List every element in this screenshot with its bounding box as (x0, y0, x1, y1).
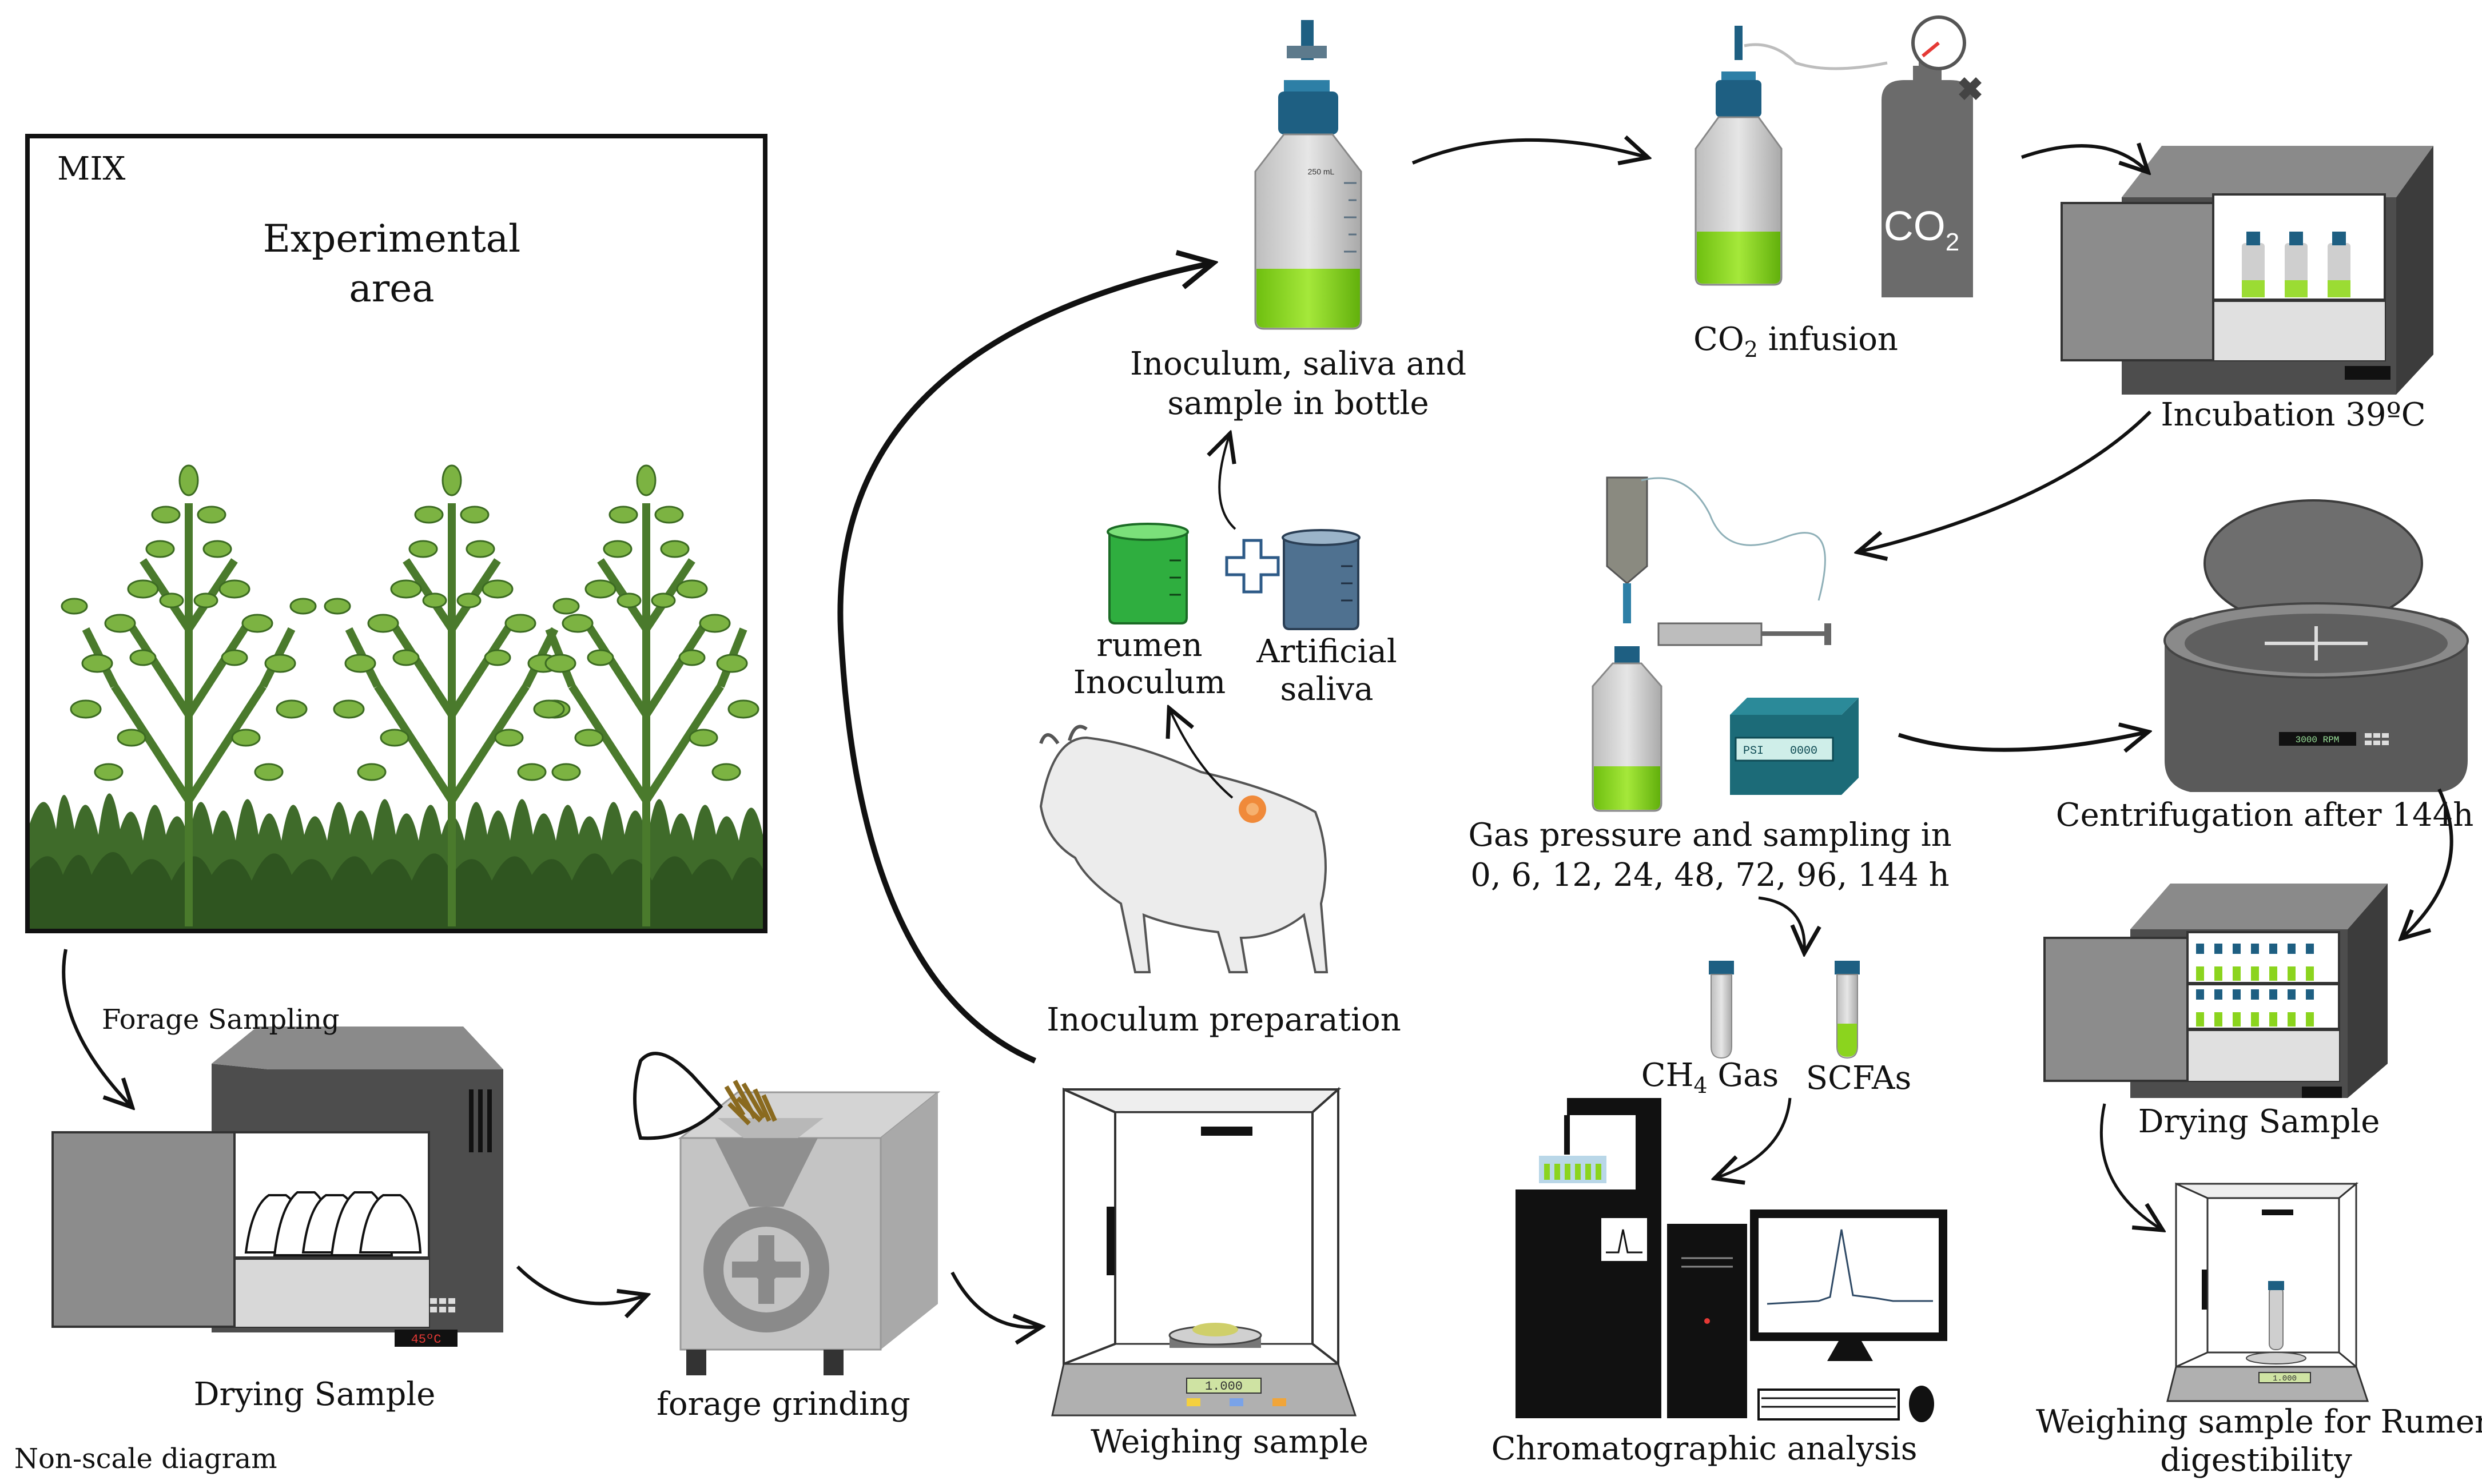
grass-clippings (724, 1080, 777, 1125)
analytical-balance-1: 1.000 (1051, 1087, 1357, 1417)
co2-infusion-label-sub: 2 (1744, 337, 1758, 363)
arrow-oven-to-grinder (516, 1265, 646, 1303)
drying-sample-label-2: Drying Sample (2138, 1103, 2380, 1140)
drying-oven-2 (2043, 884, 2388, 1098)
ch4-gas-label-pre: CH (1641, 1057, 1694, 1094)
plus-icon (1225, 539, 1280, 594)
scfas-label: SCFAs (1805, 1060, 1912, 1097)
ch4-gas-label: CH4 Gas (1624, 1056, 1796, 1105)
weighing-rumen-label-line2: digestibility (2160, 1442, 2352, 1479)
arrow-gas-to-centrifuge (1898, 732, 2147, 750)
arrow-oven2-to-balance2 (2099, 1103, 2162, 1230)
arrow-co2-to-incubator (2021, 146, 2147, 172)
culture-bottle: 250 mL (1254, 20, 1362, 330)
inoculum-preparation-label: Inoculum preparation (1047, 1001, 1401, 1039)
arrow-incubator-to-gas (1859, 410, 2152, 552)
co2-infusion-label: CO2 infusion (1653, 320, 1939, 369)
artificial-saliva-beaker (1282, 529, 1361, 630)
drying-sample-label-1: Drying Sample (193, 1376, 436, 1413)
arrow-area-to-oven (62, 949, 132, 1107)
arrow-tubes-to-chromatograph (1716, 1097, 1792, 1178)
oven-temperature-display: 45ºC (411, 1332, 441, 1347)
balance-reading-2: 1.000 (2273, 1374, 2297, 1383)
incubator (2061, 146, 2433, 395)
tree-illustration-3 (533, 464, 759, 926)
rumen-inoculum-label-line1: rumen (1096, 627, 1203, 664)
computer-monitor (1750, 1210, 1947, 1422)
gas-chromatograph (1516, 1098, 1747, 1418)
tree-illustration-1 (61, 464, 317, 926)
co2-infusion-bottle (1695, 26, 1888, 286)
forage-grinding-label: forage grinding (657, 1386, 910, 1423)
experimental-area-title-line2: area (349, 266, 435, 311)
forage-sampling-label: Forage Sampling (102, 1004, 340, 1036)
arrow-beakers-to-bottle (1219, 435, 1235, 530)
pressure-value: 0000 (1790, 745, 1817, 758)
drying-oven-1: 45ºC (51, 1027, 503, 1347)
gas-pressure-apparatus: PSI 0000 (1592, 476, 1859, 812)
co2-infusion-label-post: infusion (1757, 321, 1898, 358)
sample-bags (244, 1191, 422, 1256)
arrow-gas-to-tubes (1758, 896, 1804, 952)
pressure-unit: PSI (1743, 745, 1764, 758)
grass-illustration (30, 793, 763, 929)
ch4-gas-label-sub: 4 (1693, 1073, 1708, 1099)
centrifugation-label: Centrifugation after 144h (2055, 797, 2474, 834)
co2-infusion-label-pre: CO (1693, 321, 1744, 358)
bottle-label-line2: sample in bottle (1167, 385, 1429, 422)
arrow-centrifuge-to-oven2 (2402, 788, 2453, 938)
experimental-area-panel (25, 134, 767, 933)
rumen-inoculum-label-line2: Inoculum (1073, 664, 1226, 701)
gas-pressure-label-line2: 0, 6, 12, 24, 48, 72, 96, 144 h (1470, 857, 1950, 894)
ch4-gas-label-post: Gas (1707, 1057, 1779, 1094)
forage-grinder (633, 1052, 941, 1375)
artificial-saliva-label-line1: Artificial (1256, 633, 1397, 670)
experimental-area-title-line1: Experimental (262, 217, 521, 261)
centrifuge-speed: 3000 RPM (2296, 735, 2340, 745)
cylinder-co2-label: CO2 (1884, 204, 1959, 256)
incubation-label: Incubation 39ºC (2161, 396, 2426, 433)
incubator-bottles (2242, 232, 2350, 297)
co2-gas-cylinder: CO2 (1882, 15, 1982, 297)
balance-reading-1: 1.000 (1205, 1379, 1243, 1394)
scfas-tube (1835, 961, 1860, 1059)
arrow-balance-to-bottle (837, 263, 1212, 1064)
cow-illustration (1039, 725, 1328, 973)
analytical-balance-2: 1.000 (2166, 1181, 2369, 1402)
weighing-sample-label: Weighing sample (1091, 1423, 1369, 1461)
flow-arrows (62, 140, 2453, 1327)
centrifuge: 3000 RPM (2163, 499, 2469, 792)
weighing-rumen-label-line1: Weighing sample for Rumen (2036, 1403, 2482, 1441)
bottle-volume-label: 250 mL (1308, 167, 1335, 176)
gas-pressure-label-line1: Gas pressure and sampling in (1468, 817, 1952, 854)
mix-label: MIX (57, 150, 126, 188)
ch4-gas-tube (1709, 961, 1734, 1059)
artificial-saliva-label-line2: saliva (1280, 671, 1374, 708)
chromatographic-analysis-label: Chromatographic analysis (1491, 1430, 1918, 1467)
arrow-bottle-to-co2 (1411, 140, 1647, 163)
arrow-cow-to-rumen (1170, 709, 1234, 799)
arrow-grinder-to-balance (950, 1271, 1041, 1327)
bottle-label-line1: Inoculum, saliva and (1129, 345, 1467, 383)
non-scale-note: Non-scale diagram (14, 1443, 277, 1475)
rumen-inoculum-beaker (1107, 523, 1189, 624)
